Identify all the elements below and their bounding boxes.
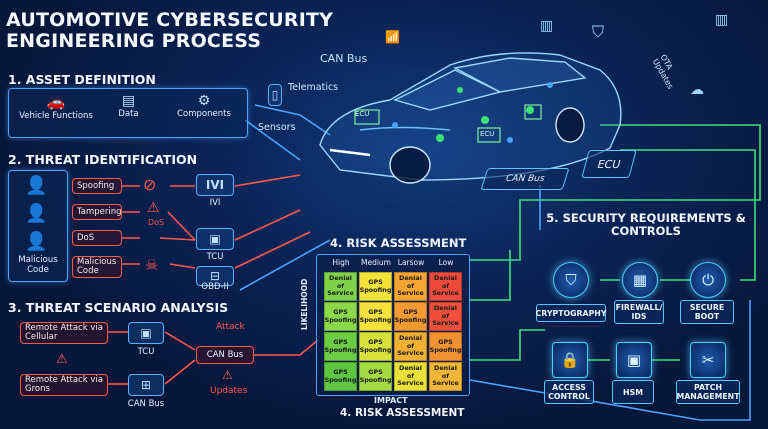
risk-assessment-footer: 4. RISK ASSESSMENT [340, 407, 465, 419]
attack-grons: Remote Attack via Grons [20, 374, 108, 396]
tools-icon: ✂ [690, 342, 726, 378]
matrix-cell: GPS Spoofing [324, 302, 357, 331]
threat-malicious-code: Malicious Code [72, 256, 122, 278]
control-hsm: HSM [612, 380, 654, 404]
firewall-icon: ▦ [622, 262, 658, 298]
ecu-label: ECU [355, 110, 370, 118]
gears-icon: ⚙ [197, 93, 211, 109]
threat-actors-panel: 👤 👤 👤 Malicious Code [8, 170, 68, 282]
scenario-tcu-label: TCU [137, 347, 155, 357]
sensors-label: Sensors [258, 122, 296, 133]
matrix-cell: GPS Spoofing [394, 302, 427, 331]
control-access-control: ACCESS CONTROL [544, 380, 594, 404]
tcu-chip-icon: ▣ [128, 322, 164, 344]
server-icon: ▥ [540, 18, 554, 34]
matrix-cell: GPS Spoofing [324, 362, 357, 391]
asset-definition-heading: 1. ASSET DEFINITION [8, 72, 156, 87]
lock-icon: 🔒 [552, 342, 588, 378]
matrix-cell: GPS Spoofing [359, 302, 392, 331]
matrix-cell: GPS Spoofing [359, 332, 392, 361]
matrix-cell: Denial of Service [394, 362, 427, 391]
matrix-column-header: High [332, 258, 350, 267]
risk-assessment-heading: 4. RISK ASSESSMENT [330, 236, 467, 250]
security-controls-heading: 5. SECURITY REQUIREMENTS & CONTROLS [546, 211, 746, 238]
wifi-icon: 📶 [385, 30, 400, 44]
hacker-icon: 👤 [25, 231, 48, 252]
matrix-cell: GPS Spoofing [359, 362, 392, 391]
matrix-column-header: Low [438, 258, 454, 267]
matrix-cell: Denial of Service [429, 362, 462, 391]
asset-item-label: Data [118, 109, 139, 119]
target-obd-label: OBD-II [201, 282, 229, 292]
attack-cellular: Remote Attack via Cellular [20, 322, 108, 344]
updates-label: Updates [210, 386, 248, 396]
phone-icon: ▯ [268, 84, 282, 106]
ivi-icon: IVI [196, 174, 234, 196]
obd-port-icon: ⊟ [196, 266, 234, 286]
threat-scenario-heading: 3. THREAT SCENARIO ANALYSIS [8, 300, 229, 315]
scenario-canbus-label: CAN Bus [127, 399, 165, 409]
tcu-chip-icon: ▣ [196, 228, 234, 250]
scenario-canbus-node: CAN Bus [196, 346, 254, 364]
vehicle-illustration [319, 52, 622, 184]
attack-label: Attack [216, 322, 245, 332]
ecu-label: ECU [480, 130, 495, 138]
matrix-cell: Denial of Service [394, 332, 427, 361]
page-title: AUTOMOTIVE CYBERSECURITY ENGINEERING PRO… [6, 9, 334, 52]
network-icon: ⊞ [128, 374, 164, 396]
matrix-column-header: Larsow [397, 258, 425, 267]
asset-item-label: Vehicle Functions [19, 111, 93, 121]
canbus-label: CAN Bus [320, 52, 368, 65]
impact-axis-label: IMPACT [374, 396, 408, 405]
matrix-cell: GPS Spoofing [429, 332, 462, 361]
matrix-cell: Denial of Service [324, 272, 357, 301]
matrix-cell: GPS Spoofing [324, 332, 357, 361]
matrix-cell: Denial of Service [394, 272, 427, 301]
skull-icon: ☠ [145, 256, 159, 274]
matrix-cell: Denial of Service [429, 272, 462, 301]
ecu-panel: ECU [581, 150, 637, 178]
shield-icon: ⛉ [592, 22, 605, 41]
matrix-cell: GPS Spoofing [359, 272, 392, 301]
threat-tampering: Tampering [72, 204, 122, 220]
likelihood-axis-label: LIKELIHOOD [300, 278, 309, 330]
matrix-cell: Denial of Service [429, 302, 462, 331]
database-icon: ▤ [121, 93, 136, 109]
asset-item-label: Components [177, 109, 231, 119]
threat-dos: DoS [72, 230, 122, 246]
hacker-icon: 👤 [25, 175, 48, 196]
threat-actor-label: Malicious Code [18, 255, 58, 275]
control-patch-management: PATCH MANAGEMENT [676, 380, 740, 404]
control-secure-boot: SECURE BOOT [680, 300, 734, 324]
shield-icon: ⛉ [553, 262, 589, 298]
chip-icon: ▣ [616, 342, 652, 378]
dos-warning-label: DoS [148, 218, 165, 227]
control-cryptography: CRYPTOGRAPHY [536, 304, 606, 322]
no-signal-icon: ⊘ [143, 175, 157, 194]
warning-icon: ⚠ [147, 200, 160, 216]
control-firewall-ids: FIREWALL/ IDS [614, 300, 664, 324]
threat-spoofing: Spoofing [72, 178, 122, 194]
hacker-icon: 👤 [25, 203, 48, 224]
cloud-icon: ☁ [690, 82, 704, 98]
warning-icon: ⚠ [222, 368, 233, 382]
target-ivi-label: IVI [209, 198, 221, 208]
power-icon: ⏻ [690, 262, 726, 298]
server-icon: ▥ [715, 12, 729, 28]
warning-icon: ⚠ [56, 352, 68, 367]
matrix-column-header: Medium [361, 258, 391, 267]
target-tcu-label: TCU [206, 252, 224, 262]
threat-identification-heading: 2. THREAT IDENTIFICATION [8, 152, 198, 167]
telematics-label: Telematics [288, 82, 339, 93]
canbus-panel: CAN Bus [480, 168, 570, 190]
car-icon: 🚗 [46, 93, 66, 111]
asset-definition-panel: 🚗 Vehicle Functions ▤ Data ⚙ Components [8, 88, 248, 138]
